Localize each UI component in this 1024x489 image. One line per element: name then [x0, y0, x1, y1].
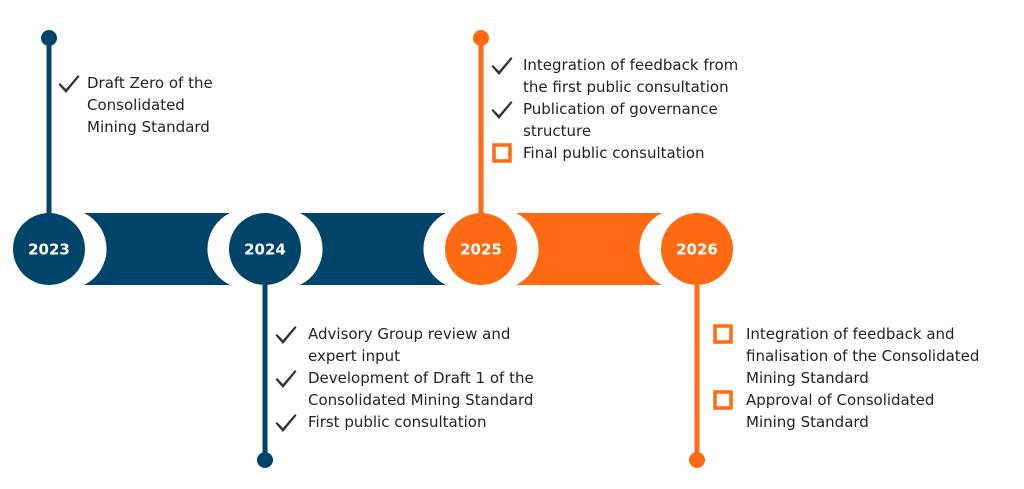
milestone-line: First public consultation [308, 413, 487, 431]
milestone-item-2025-2: Publication of governance structure [523, 98, 718, 142]
checkmark-icon [275, 367, 297, 389]
milestone-item-2026-1: Integration of feedback and finalisation … [746, 323, 979, 389]
open-square-icon [712, 389, 734, 411]
milestone-item-2024-3: First public consultation [308, 411, 486, 433]
checkmark-icon [58, 72, 80, 94]
year-node-2025: 2025 [445, 213, 517, 285]
open-square-icon [491, 142, 513, 164]
milestone-item-2025-1: Integration of feedback from the first pu… [523, 54, 738, 98]
open-square-icon [712, 323, 734, 345]
milestone-line: expert input [308, 347, 400, 365]
year-label-2023: 2023 [28, 241, 70, 259]
year-label-2026: 2026 [676, 241, 718, 259]
milestone-line: Integration of feedback and [746, 325, 955, 343]
milestone-line: Draft Zero of the [87, 74, 213, 92]
stem-dot-2023 [41, 30, 57, 46]
checkmark-icon [491, 98, 513, 120]
checkmark-icon [491, 54, 513, 76]
milestone-item-2025-3: Final public consultation [523, 142, 704, 164]
milestone-line: Publication of governance [523, 100, 718, 118]
year-label-2025: 2025 [460, 241, 502, 259]
milestone-line: Advisory Group review and [308, 325, 511, 343]
milestone-line: the first public consultation [523, 78, 729, 96]
connector-2025-2026 [516, 213, 662, 285]
year-node-2024: 2024 [229, 213, 301, 285]
stem-dot-2026 [689, 452, 705, 468]
milestone-line: Integration of feedback from [523, 56, 739, 74]
milestone-line: Approval of Consolidated [746, 391, 935, 409]
year-node-2023: 2023 [13, 213, 85, 285]
milestone-line: Mining Standard [746, 413, 869, 431]
stem-dot-2025 [473, 30, 489, 46]
milestone-line: Consolidated [87, 96, 185, 114]
milestone-line: Final public consultation [523, 144, 705, 162]
milestone-line: Mining Standard [87, 118, 210, 136]
connector-2024-2025 [300, 213, 446, 285]
milestone-line: Development of Draft 1 of the [308, 369, 534, 387]
checkmark-icon [275, 411, 297, 433]
connector-2023-2024 [84, 213, 230, 285]
year-label-2024: 2024 [244, 241, 286, 259]
milestone-line: Consolidated Mining Standard [308, 391, 534, 409]
milestone-line: structure [523, 122, 592, 140]
milestone-line: Mining Standard [746, 369, 869, 387]
milestone-line: finalisation of the Consolidated [746, 347, 980, 365]
year-node-2026: 2026 [661, 213, 733, 285]
checkmark-icon [275, 323, 297, 345]
milestone-item-2024-1: Advisory Group review and expert input [308, 323, 510, 367]
stem-dot-2024 [257, 452, 273, 468]
